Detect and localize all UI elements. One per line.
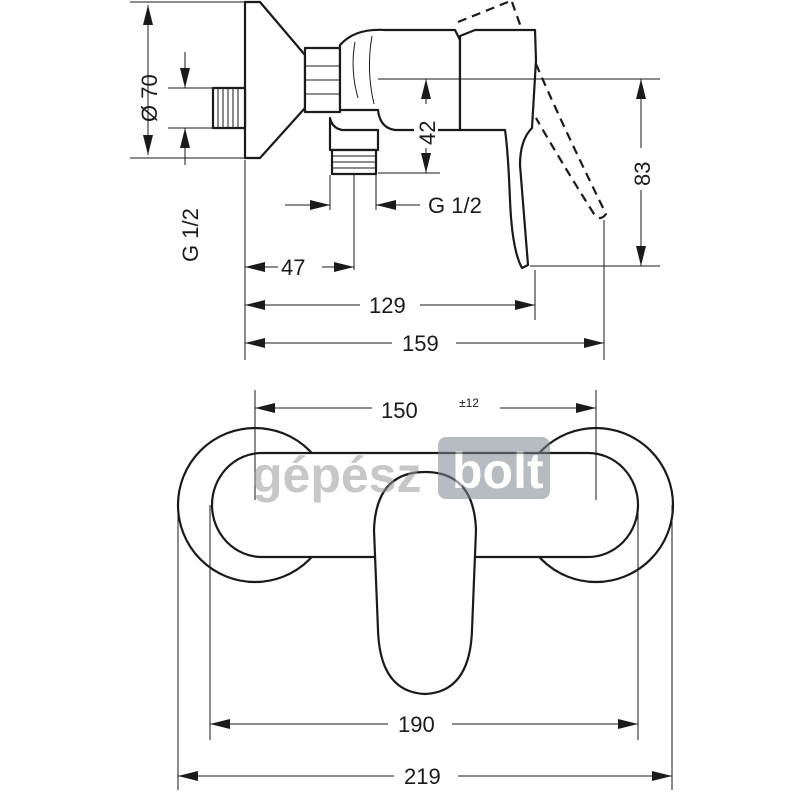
dim-129: 129 — [369, 293, 406, 318]
side-view: Ø 70 G 1/2 42 83 G 1/2 47 129 159 — [130, 0, 660, 360]
svg-text:bolt: bolt — [452, 443, 544, 499]
inlet-thread — [211, 86, 247, 130]
dim-thread-left: G 1/2 — [178, 208, 203, 262]
dim-190: 190 — [398, 712, 435, 737]
lever-top — [372, 470, 478, 696]
dim-219: 219 — [404, 764, 441, 789]
valve-body — [338, 28, 462, 132]
lever-handle — [458, 28, 538, 270]
wall-rosette — [243, 0, 307, 160]
dim-47: 47 — [281, 255, 305, 280]
dim-thread-bottom: G 1/2 — [428, 193, 482, 218]
dim-150: 150 — [381, 398, 418, 423]
dim-159: 159 — [402, 331, 439, 356]
dim-diameter-70: Ø 70 — [137, 74, 162, 122]
outlet-elbow — [328, 116, 380, 152]
top-view: 150 ±12 190 219 — [176, 390, 675, 790]
inlet-thread-lines — [217, 88, 239, 128]
watermark-logo: gépész bolt — [252, 437, 550, 503]
lever-alt-position — [457, 0, 608, 220]
svg-text:gépész: gépész — [252, 447, 422, 503]
dim-42: 42 — [415, 121, 440, 145]
dim-83: 83 — [630, 162, 655, 186]
dim-150-tolerance: ±12 — [459, 396, 479, 410]
top-extension-lines — [177, 390, 673, 790]
